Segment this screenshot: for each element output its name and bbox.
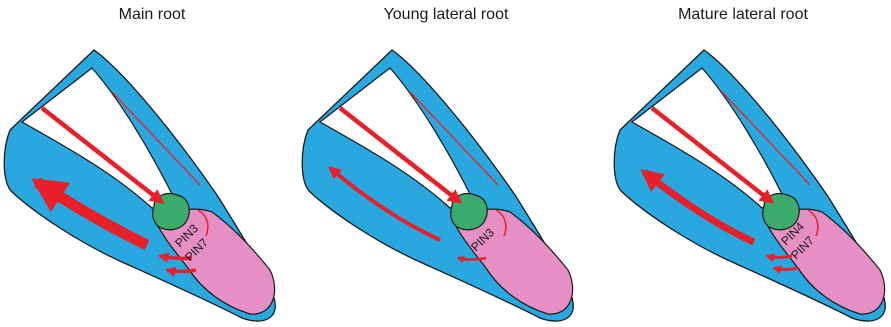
pin-flux-arrow [167,270,196,272]
panel-young-lateral-root: PIN3 [302,50,573,321]
pin-flux-arrow [774,268,798,270]
root-illustration [614,50,885,321]
panel-mature-lateral-root: PIN4 PIN7 [614,50,885,321]
pin-flux-arrow [767,256,792,258]
panel-main-root: PIN3 PIN7 [4,50,275,321]
root-illustration [302,50,573,321]
